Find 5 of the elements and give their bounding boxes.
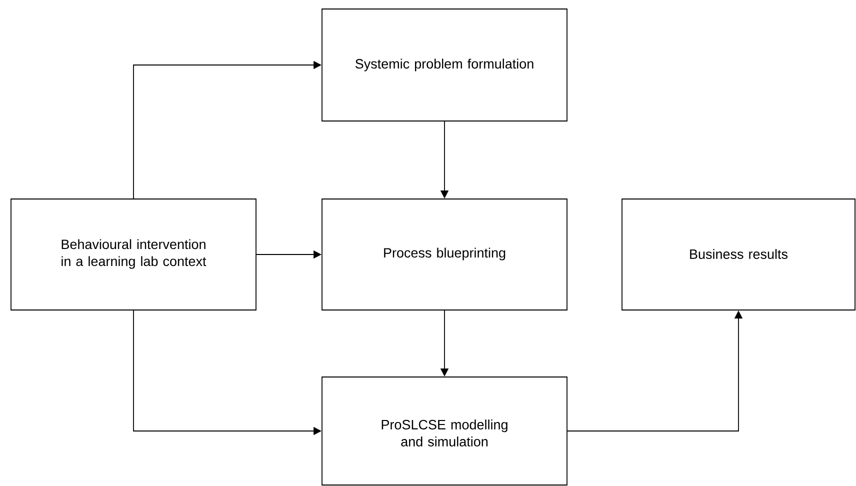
process-box: Process blueprinting [322, 198, 568, 310]
process-box: Behavioural intervention in a learning lab context [10, 198, 256, 310]
process-box: Business results [622, 198, 856, 310]
process-box: ProSLCSE modelling and simulation [322, 376, 568, 486]
process-box: Systemic problem formulation [322, 8, 568, 122]
